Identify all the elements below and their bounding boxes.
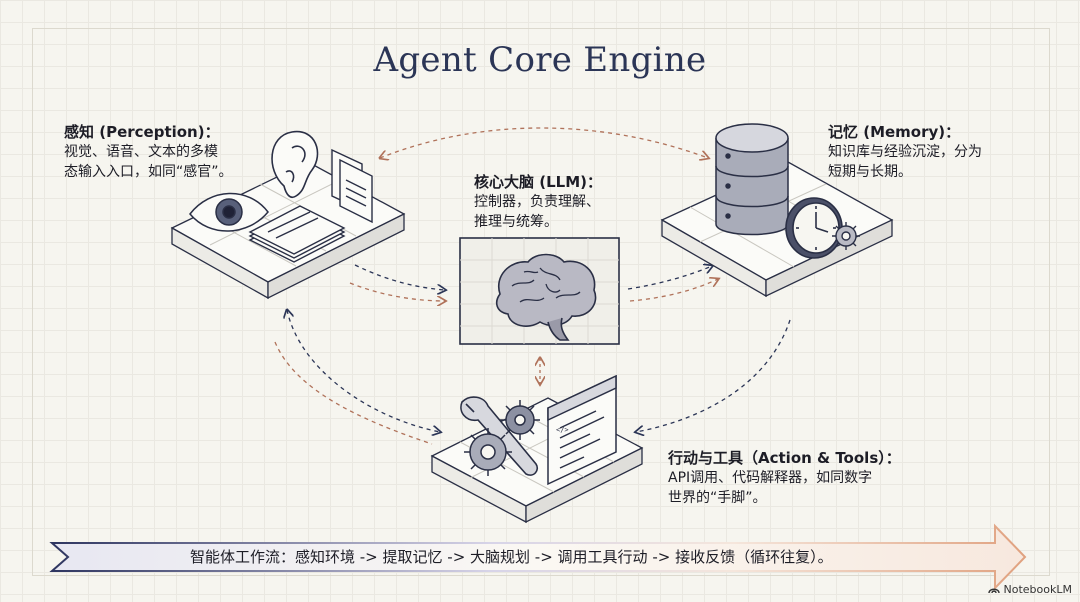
workflow-arrow [49,523,1027,591]
action-label: 行动与工具（Action & Tools）： API调用、代码解释器，如同数字 … [668,448,901,508]
core-label: 核心大脑 (LLM)： 控制器，负责理解、 推理与统筹。 [474,172,602,232]
brand-logo: NotebookLM [987,583,1072,596]
core-desc-line2: 推理与统筹。 [474,214,558,230]
database-icon [715,123,789,236]
arrow-action-to-perception [274,341,433,445]
workflow-text: 智能体工作流：感知环境 -> 提取记忆 -> 大脑规划 -> 调用工具行动 ->… [190,548,833,566]
eye-icon [189,192,269,232]
action-desc-line2: 世界的“手脚”。 [668,490,767,506]
perception-desc-line2: 态输入入口，如同“感官”。 [64,164,233,180]
ear-icon [271,130,319,199]
memory-desc-line2: 短期与长期。 [828,164,912,180]
memory-label: 记忆 (Memory)： 知识库与经验沉淀，分为 短期与长期。 [828,122,982,182]
svg-text:</>: </> [556,426,569,434]
perception-label: 感知 (Perception)： 视觉、语音、文本的多模 态输入入口，如同“感官… [64,122,233,182]
arrow-core-to-memory-navy [627,266,712,290]
perception-desc-line1: 视觉、语音、文本的多模 [64,144,218,160]
arrow-perception-action [287,310,440,432]
canvas-frame [32,28,1050,576]
arrow-perception-to-memory [380,127,708,158]
arrow-core-to-memory-rust [629,279,718,302]
gear-small-icon [832,222,860,250]
perception-heading: 感知 (Perception)： [64,123,220,141]
arrow-memory-action [636,319,791,432]
gear-large-icon [464,400,540,476]
wrench-icon [460,396,539,476]
notebooklm-icon [987,588,1000,594]
arrow-perception-to-core-rust [349,282,445,301]
memory-heading: 记忆 (Memory)： [828,123,961,141]
memory-desc-line1: 知识库与经验沉淀，分为 [828,144,982,160]
core-heading: 核心大脑 (LLM)： [474,173,602,191]
code-window-icon: </> [547,374,617,486]
arrow-perception-to-core-navy [354,264,445,290]
action-heading: 行动与工具（Action & Tools）： [668,449,901,467]
brand-name: NotebookLM [1003,583,1072,596]
documents-icon [248,148,373,263]
clock-icon [785,197,843,259]
core-desc-line1: 控制器，负责理解、 [474,194,600,210]
brain-icon [495,253,597,341]
action-desc-line1: API调用、代码解释器，如同数字 [668,470,873,486]
page-title: Agent Core Engine [373,40,707,80]
